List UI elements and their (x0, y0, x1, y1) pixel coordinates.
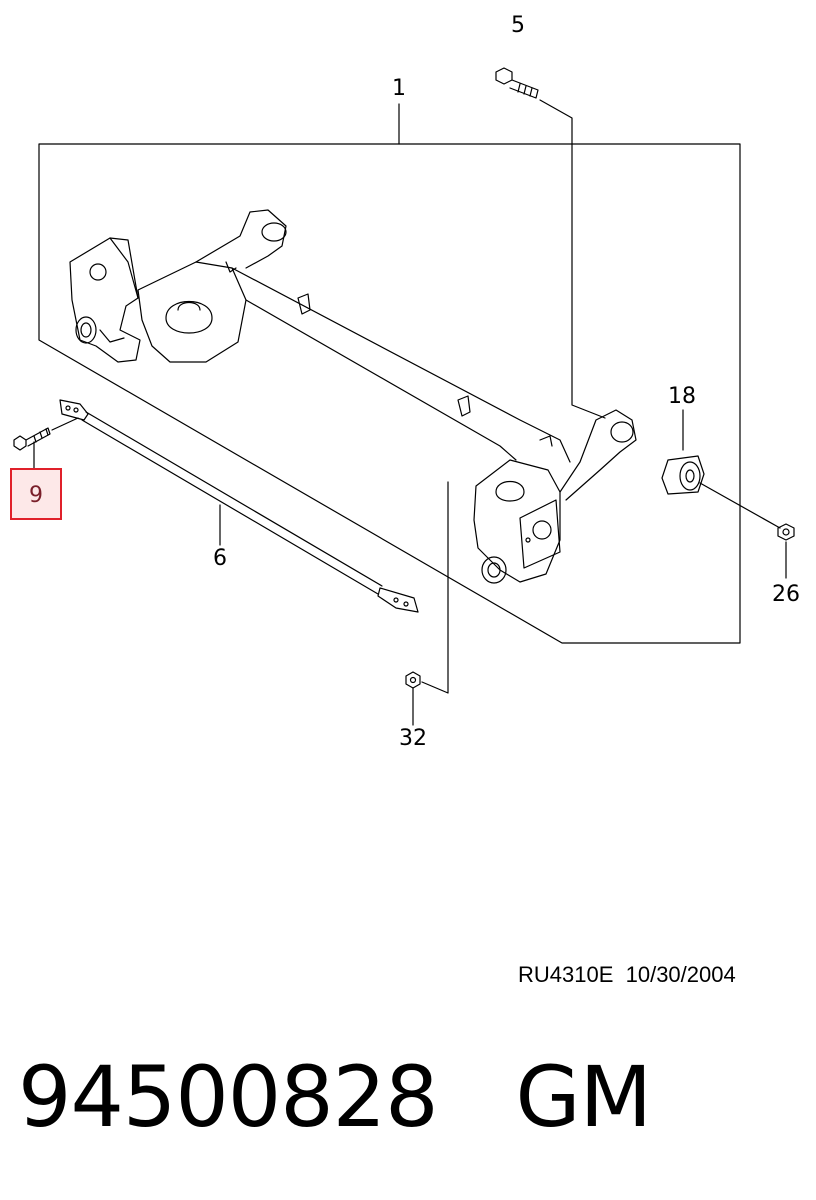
callout-6[interactable]: 6 (213, 546, 227, 571)
bolt-5-icon (495, 67, 539, 99)
bushing-18-icon (661, 455, 705, 495)
callout-26[interactable]: 26 (772, 582, 800, 607)
callout-5[interactable]: 5 (511, 13, 525, 38)
callout-9-highlight (10, 468, 62, 520)
nut-26-icon (777, 523, 795, 541)
callout-32[interactable]: 32 (399, 726, 427, 751)
panhard-rod-6-icon (59, 399, 419, 613)
callout-1[interactable]: 1 (392, 76, 406, 101)
part-number: 94500828 (18, 1048, 439, 1146)
diagram-reference: RU4310E 10/30/2004 (518, 962, 736, 987)
rear-axle-assembly (69, 209, 637, 584)
brand: GM (515, 1048, 653, 1146)
callout-18[interactable]: 18 (668, 384, 696, 409)
callout-9[interactable]: 9 (29, 483, 43, 508)
leader-lines (33, 99, 787, 726)
bolt-9-icon (13, 427, 51, 451)
nut-32-icon (405, 671, 421, 689)
part-number-line: 94500828 GM (18, 1048, 653, 1146)
